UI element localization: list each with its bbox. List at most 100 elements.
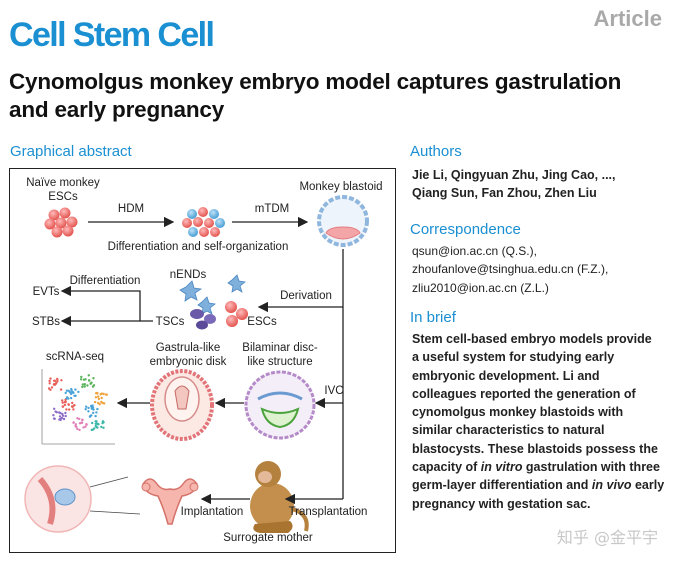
umap-dot <box>71 405 74 409</box>
label-monkey-blastoid: Monkey blastoid <box>299 181 382 193</box>
umap-dot <box>75 425 78 429</box>
in-brief-line-10: pregnancy with gestation sac. <box>412 496 591 511</box>
surrogate-monkey-icon <box>250 461 309 533</box>
label-differentiation-self-organization: Differentiation and self-organization <box>108 241 289 253</box>
label-like-structure: like structure <box>247 356 312 368</box>
umap-dot <box>81 418 84 422</box>
umap-dot <box>74 388 77 391</box>
umap-dot <box>67 403 70 406</box>
bilaminar-disc-icon <box>244 370 316 440</box>
label-stbs: STBs <box>32 316 60 328</box>
email-link-qsun[interactable]: qsun@ion.ac.cn (Q.S.), <box>412 244 537 258</box>
umap-dot <box>94 396 98 399</box>
umap-dot <box>87 406 90 410</box>
umap-dot <box>93 427 96 430</box>
label-gastrula-like: Gastrula-like <box>156 342 221 354</box>
umap-dot <box>96 391 99 395</box>
umap-dot <box>65 408 68 411</box>
label-naive-escs: ESCs <box>48 191 78 203</box>
umap-dot <box>53 379 56 382</box>
authors-heading: Authors <box>410 143 462 160</box>
umap-dot <box>96 426 99 429</box>
umap-dot <box>91 421 94 425</box>
umap-dot <box>72 421 75 424</box>
umap-dot <box>61 399 64 402</box>
umap-dot <box>70 387 73 391</box>
umap-dot <box>87 374 91 377</box>
label-escs: ESCs <box>247 316 277 328</box>
label-mtdm: mTDM <box>255 203 290 215</box>
umap-dot <box>72 408 75 411</box>
in-brief-line-9-em: in vivo <box>591 478 632 493</box>
umap-dot <box>95 411 98 414</box>
umap-dot <box>53 407 56 410</box>
label-tscs: TSCs <box>156 316 185 328</box>
umap-dot <box>97 423 100 426</box>
in-brief-text: Stem cell-based embryo models provide a … <box>412 330 670 513</box>
email-link-zhoufan[interactable]: zhoufanlove@tsinghua.edu.cn (F.Z.), <box>412 262 609 277</box>
label-naive-monkey: Naïve monkey <box>26 177 100 189</box>
label-hdm: HDM <box>118 203 144 215</box>
umap-dot <box>102 426 105 429</box>
umap-dot <box>62 417 66 421</box>
email-link-zliu[interactable]: zliu2010@ion.ac.cn (Z.L.) <box>412 280 549 295</box>
umap-dot <box>73 404 76 407</box>
in-brief-line-5: cynomolgus monkey blastoids with <box>412 405 624 420</box>
article-type-label: Article <box>593 6 662 31</box>
zoom-line-1 <box>89 476 129 488</box>
in-brief-line-1: Stem cell-based embryo models provide <box>412 332 652 346</box>
umap-dot <box>68 408 71 411</box>
umap-dot <box>96 407 99 411</box>
zoom-line-2 <box>89 510 141 515</box>
authors-line-2: Qiang Sun, Fan Zhou, Zhen Liu <box>412 186 597 201</box>
umap-dot <box>59 388 63 391</box>
correspondence-heading: Correspondence <box>410 221 521 238</box>
umap-dot <box>100 400 103 404</box>
umap-dot <box>78 428 81 432</box>
scrna-umap-plot-icon <box>41 369 115 445</box>
umap-dot <box>70 392 73 395</box>
umap-dot <box>92 411 95 415</box>
umap-dot <box>49 377 52 380</box>
umap-dot <box>102 392 105 396</box>
umap-dot <box>81 383 85 386</box>
label-bilaminar-disc: Bilaminar disc- <box>242 342 318 354</box>
umap-dot <box>54 382 57 385</box>
label-transplantation: Transplantation <box>289 506 368 518</box>
watermark: 知乎 @金平宇 <box>556 528 658 547</box>
umap-dot <box>64 391 67 395</box>
umap-dot <box>73 394 76 397</box>
in-brief-line-8-post: gastrulation with three <box>522 460 660 475</box>
umap-dot <box>97 397 101 401</box>
umap-dot <box>59 418 62 422</box>
tsc-cells-icon <box>190 309 216 330</box>
umap-dot <box>94 414 97 418</box>
umap-dot <box>64 411 67 415</box>
in-brief-line-2: a useful system for studying early <box>412 350 615 365</box>
in-brief-line-9-pre: germ-layer differentiation and <box>412 478 592 493</box>
umap-dot <box>72 391 75 394</box>
umap-dot <box>88 379 91 382</box>
umap-dot <box>58 415 62 418</box>
evt-arrow <box>60 285 153 322</box>
umap-dot <box>87 410 90 413</box>
umap-dot <box>83 383 87 386</box>
umap-dot <box>76 427 79 431</box>
umap-dot <box>92 384 96 387</box>
in-brief-line-6: similar characteristics to natural <box>412 423 605 438</box>
label-implantation: Implantation <box>181 506 244 518</box>
umap-dot <box>104 393 108 396</box>
umap-dot <box>84 408 87 411</box>
umap-dot <box>56 380 59 383</box>
umap-dot <box>101 420 105 423</box>
in-brief-line-4: colleagues reported the generation of <box>412 386 636 401</box>
umap-dot <box>52 383 56 386</box>
umap-dot <box>83 385 86 388</box>
umap-dot <box>61 401 64 404</box>
umap-dot <box>85 405 88 408</box>
in-brief-line-3: embryonic development. Li and <box>412 368 600 383</box>
umap-dot <box>89 382 93 385</box>
in-brief-line-9-post: early <box>631 478 665 493</box>
naive-esc-cluster-icon <box>44 207 78 238</box>
umap-dot <box>90 404 94 408</box>
